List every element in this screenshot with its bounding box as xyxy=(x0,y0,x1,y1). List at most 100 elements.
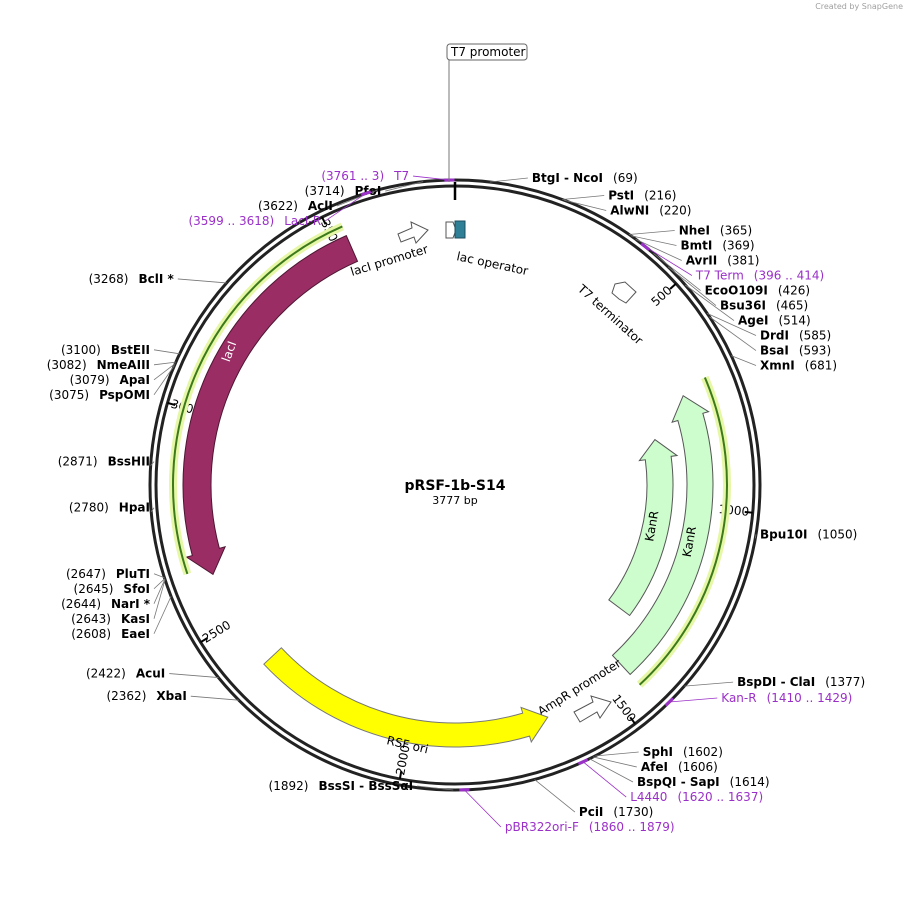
enzyme-site-apai[interactable]: (3079)ApaI xyxy=(70,363,176,387)
site-label: (3761 .. 3)T7 xyxy=(321,169,409,183)
site-label: (3599 .. 3618)LacI-R xyxy=(188,214,321,228)
laci-label: lacI xyxy=(219,339,239,363)
tick-mark xyxy=(669,282,677,290)
laci-feature[interactable]: lacI xyxy=(182,234,359,576)
kanr-inner-feature[interactable]: KanR xyxy=(608,438,679,617)
enzyme-site-eaei[interactable]: (2608)EaeI xyxy=(71,596,172,641)
snapgene-credit: Created by SnapGene xyxy=(815,2,903,11)
lac-operator-label: lac operator xyxy=(455,249,529,278)
kanr-outer-feature[interactable]: KanR xyxy=(611,375,731,688)
laci-promoter-feature[interactable]: lacI promoter xyxy=(349,221,430,279)
enzyme-site-xmni[interactable]: XmnI(681) xyxy=(731,355,837,373)
enzyme-site-hpai[interactable]: (2780)HpaI xyxy=(69,501,155,515)
enzyme-site-bspdi-clai[interactable]: BspDI - ClaI(1377) xyxy=(684,675,865,689)
primer-site-t7-term[interactable]: T7 Term(396 .. 414) xyxy=(640,242,824,283)
enzyme-site-kasi[interactable]: (2643)KasI xyxy=(71,579,166,626)
enzyme-site-bsu36i[interactable]: Bsu36I(465) xyxy=(667,266,808,313)
primer-site-kan-r[interactable]: Kan-R(1410 .. 1429) xyxy=(664,691,853,707)
enzyme-site-ecoo109i[interactable]: EcoO109I(426) xyxy=(653,253,811,298)
rsf-ori-feature[interactable]: RSF ori xyxy=(263,647,549,757)
site-label: (2643)KasI xyxy=(71,612,150,626)
site-label: BsaI(593) xyxy=(760,344,831,358)
site-label: (3100)BstEII xyxy=(61,343,150,357)
site-label: (2645)SfoI xyxy=(74,582,150,596)
enzyme-site-afei[interactable]: AfeI(1606) xyxy=(593,756,718,774)
kanr-outer-label: KanR xyxy=(680,525,699,558)
site-label: (3075)PspOMI xyxy=(49,388,150,402)
site-label: (2647)PluTI xyxy=(66,567,150,581)
primer-site-laci-r[interactable]: (3599 .. 3618)LacI-R xyxy=(188,190,372,228)
enzyme-site-avrii[interactable]: AvrII(381) xyxy=(635,238,760,268)
site-label: (3622)AclI xyxy=(258,199,333,213)
site-label: (3082)NmeAIII xyxy=(47,358,150,372)
tick-mark xyxy=(167,401,176,407)
enzyme-site-bpu10i[interactable]: Bpu10I(1050) xyxy=(754,527,857,541)
enzyme-site-bsshii[interactable]: (2871)BssHII xyxy=(58,455,155,469)
lac-operator-feature[interactable]: lac operator xyxy=(445,220,529,278)
site-label: BmtI(369) xyxy=(680,239,754,253)
enzyme-site-pfoi[interactable]: (3714)PfoI xyxy=(305,181,424,198)
enzyme-site-pcii[interactable]: PciI(1730) xyxy=(534,779,653,819)
primer-site-pbr322ori-f[interactable]: pBR322ori-F(1860 .. 1879) xyxy=(459,788,675,834)
enzyme-site-pluti[interactable]: (2647)PluTI xyxy=(66,567,165,581)
enzyme-site-btgi-ncoi[interactable]: BtgI - NcoI(69) xyxy=(489,171,638,185)
site-label: (2362)XbaI xyxy=(106,689,186,703)
enzyme-site-bsssi-bsss-i[interactable]: (1892)BssSI - BssSαI xyxy=(269,779,454,793)
site-label: AgeI(514) xyxy=(738,314,811,328)
enzyme-site-xbai[interactable]: (2362)XbaI xyxy=(106,689,239,703)
site-label: PciI(1730) xyxy=(579,805,653,819)
enzyme-site-agei[interactable]: AgeI(514) xyxy=(684,284,811,328)
enzyme-site-sphi[interactable]: SphI(1602) xyxy=(594,745,723,759)
tick-mark xyxy=(629,716,636,725)
site-label: EcoO109I(426) xyxy=(705,284,811,298)
site-label: (2422)AcuI xyxy=(86,667,165,681)
tick-label: 2000 xyxy=(393,744,412,777)
enzyme-site-bmti[interactable]: BmtI(369) xyxy=(630,235,755,253)
site-label: (2871)BssHII xyxy=(58,455,150,469)
tick-mark xyxy=(200,637,208,644)
ampr-promoter-feature[interactable]: AmpR promoter xyxy=(535,656,624,723)
enzyme-site-pspomi[interactable]: (3075)PspOMI xyxy=(49,365,175,402)
enzyme-site-acui[interactable]: (2422)AcuI xyxy=(86,667,219,681)
t7-terminator-feature[interactable]: T7 terminator xyxy=(574,281,646,347)
enzyme-site-alwni[interactable]: AlwNI(220) xyxy=(564,199,692,217)
site-label: BtgI - NcoI(69) xyxy=(532,171,638,185)
t7-promoter-feature[interactable]: T7 promoter xyxy=(446,43,528,200)
enzyme-site-bsteii[interactable]: (3100)BstEII xyxy=(61,343,180,357)
enzyme-site-nari[interactable]: (2644)NarI * xyxy=(61,579,166,611)
enzyme-site-drdi[interactable]: DrdI(585) xyxy=(706,313,831,343)
enzyme-site-nhei[interactable]: NheI(365) xyxy=(628,224,752,238)
site-label: Bpu10I(1050) xyxy=(760,527,857,541)
site-label: DrdI(585) xyxy=(760,329,831,343)
site-label: (3268)BclI * xyxy=(89,272,175,286)
tick-label: 1500 xyxy=(609,692,639,725)
site-label: (2644)NarI * xyxy=(61,597,151,611)
site-label: (1892)BssSI - BssSαI xyxy=(269,779,414,793)
tick-mark xyxy=(321,216,327,225)
site-label: Bsu36I(465) xyxy=(720,299,808,313)
laci-promoter-label: lacI promoter xyxy=(349,242,430,279)
enzyme-site-sfoi[interactable]: (2645)SfoI xyxy=(74,578,166,596)
site-label: NheI(365) xyxy=(679,224,752,238)
site-label: (3079)ApaI xyxy=(70,373,150,387)
site-label: AfeI(1606) xyxy=(641,760,718,774)
kanr-inner-label: KanR xyxy=(642,510,661,543)
primer-site-t7[interactable]: (3761 .. 3)T7 xyxy=(321,169,455,183)
enzyme-site-bspqi-sapi[interactable]: BspQI - SapI(1614) xyxy=(589,758,770,789)
site-label: BspDI - ClaI(1377) xyxy=(737,675,865,689)
enzyme-site-bsai[interactable]: BsaI(593) xyxy=(709,316,831,358)
enzyme-site-nmeaiii[interactable]: (3082)NmeAIII xyxy=(47,358,176,372)
tick-mark xyxy=(744,510,753,514)
site-label: T7 Term(396 .. 414) xyxy=(695,269,824,283)
site-label: SphI(1602) xyxy=(643,745,723,759)
primer-site-l4440[interactable]: L4440(1620 .. 1637) xyxy=(577,758,763,804)
site-label: BspQI - SapI(1614) xyxy=(637,775,770,789)
laci-glow-track xyxy=(169,222,344,576)
site-label: AlwNI(220) xyxy=(610,203,691,217)
t7-promoter-label: T7 promoter xyxy=(450,45,526,59)
enzyme-site-psti[interactable]: PstI(216) xyxy=(562,188,676,202)
enzyme-site-bcli[interactable]: (3268)BclI * xyxy=(89,272,227,286)
site-label: XmnI(681) xyxy=(760,359,837,373)
site-label: PstI(216) xyxy=(608,188,676,202)
